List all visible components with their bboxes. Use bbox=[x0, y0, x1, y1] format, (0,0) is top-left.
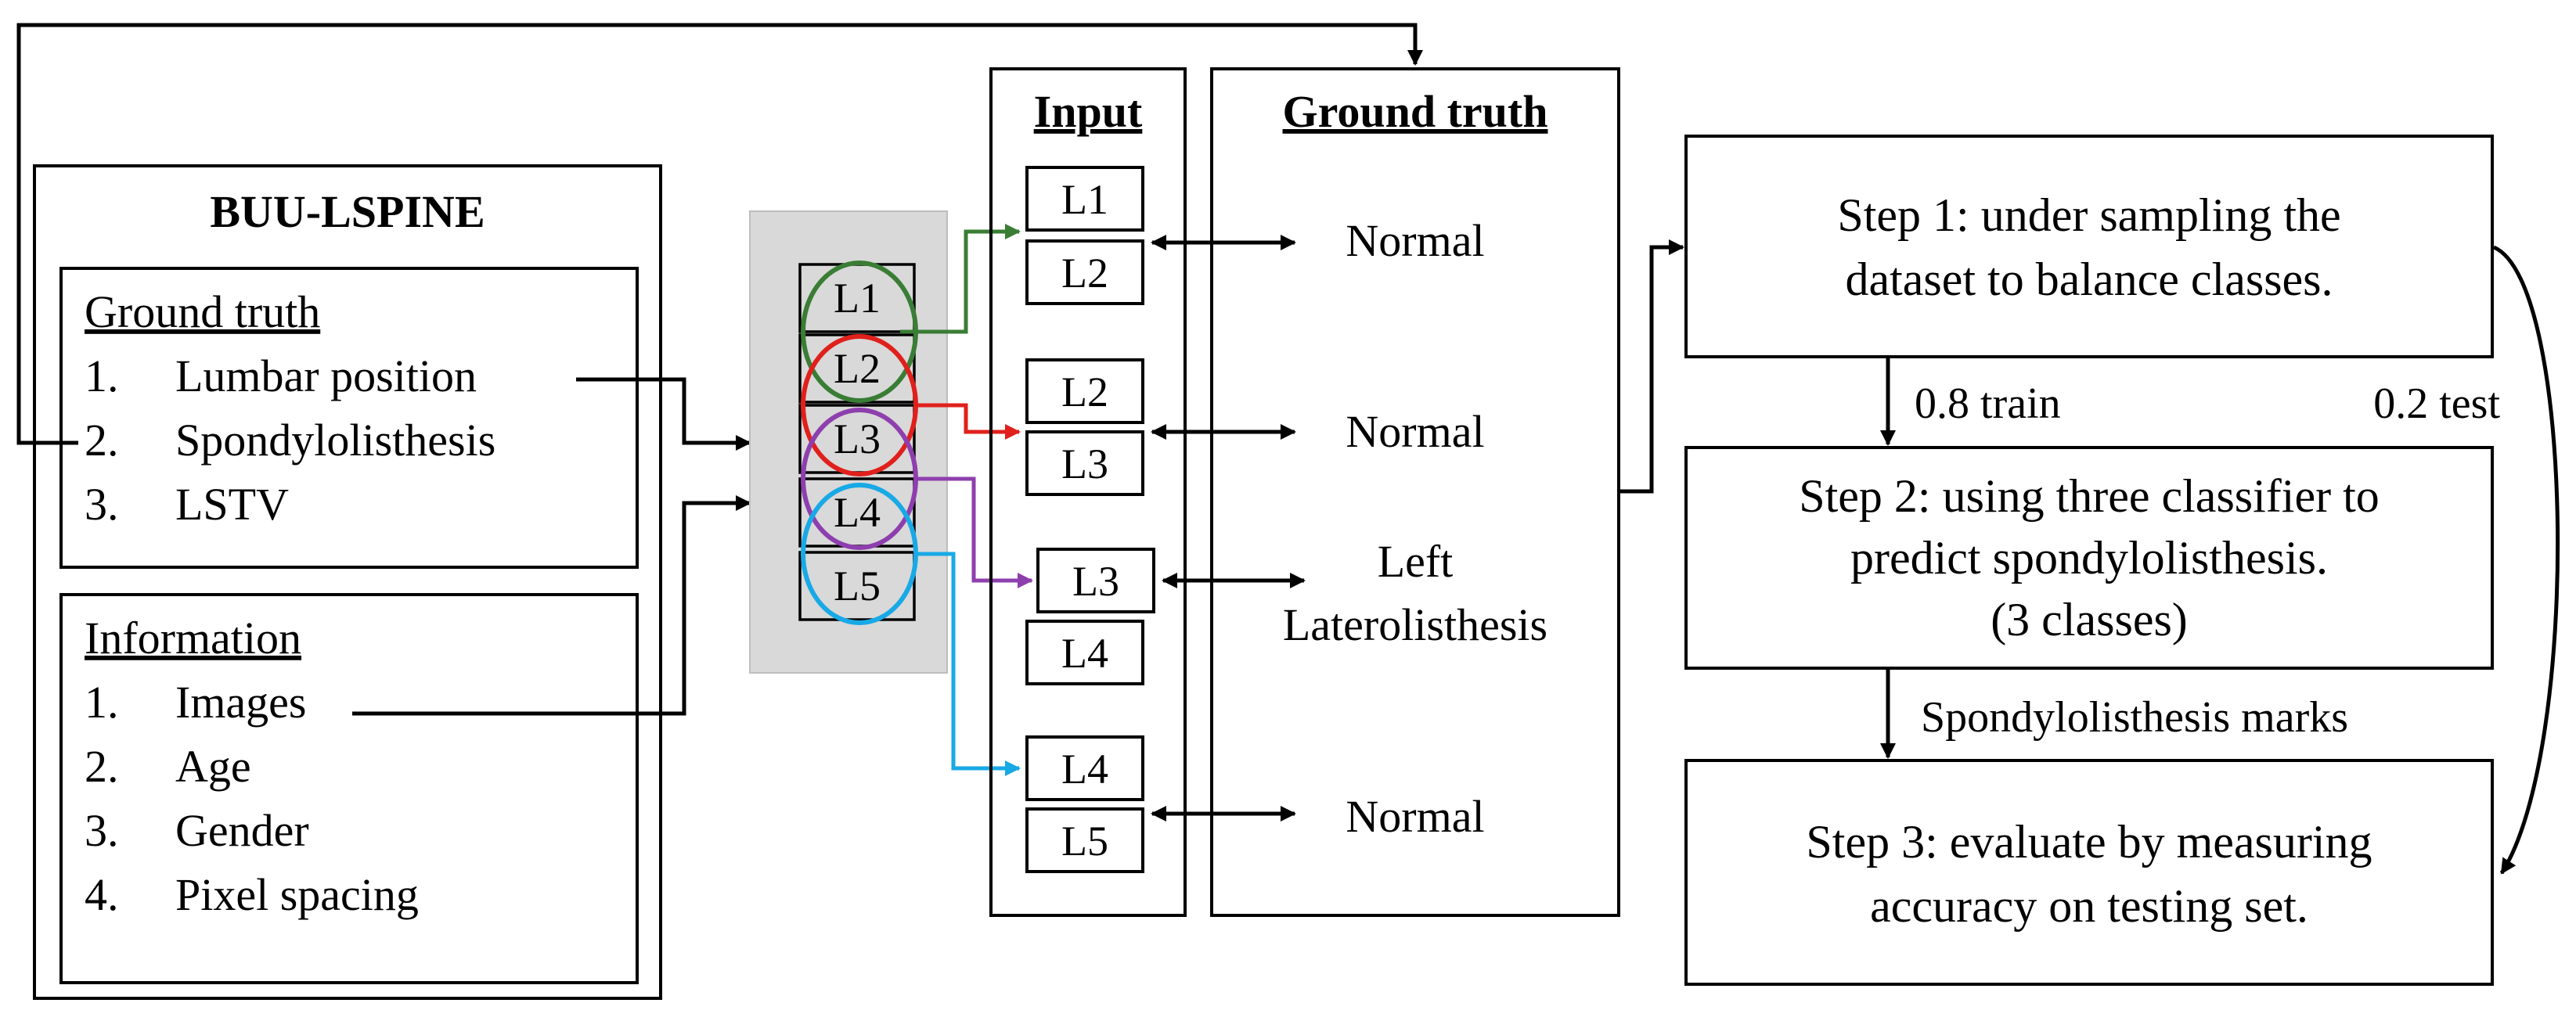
input-box-pair2-bottom bbox=[1025, 430, 1144, 496]
gt-label-pair4: Normal bbox=[1346, 791, 1484, 842]
input-label-pair4-top: L4 bbox=[1061, 746, 1108, 793]
info-item-num-3: 3. bbox=[85, 805, 119, 856]
gt-item-num-3: 3. bbox=[85, 479, 119, 530]
gt-item-num-1: 1. bbox=[85, 351, 119, 401]
input-label-pair1-top: L1 bbox=[1061, 176, 1108, 223]
info-item-num-4: 4. bbox=[85, 869, 119, 920]
step1-line1: Step 1: under sampling the bbox=[1837, 189, 2340, 241]
input-box-pair4-top bbox=[1025, 735, 1144, 801]
vertebra-label-l3: L3 bbox=[834, 415, 881, 462]
info-item-num-1: 1. bbox=[85, 677, 119, 728]
gt-item-lstv: LSTV bbox=[175, 479, 289, 530]
step2-box bbox=[1684, 446, 2494, 670]
edge-label-train: 0.8 train bbox=[1915, 379, 2061, 428]
step3-line2: accuracy on testing set. bbox=[1870, 880, 2308, 932]
gt-label-pair3-line1: Left bbox=[1378, 536, 1454, 587]
step2-line2: predict spondylolisthesis. bbox=[1850, 532, 2328, 584]
info-item-gender: Gender bbox=[175, 805, 309, 856]
input-column: Input L1 L2 L2 L3 L3 L4 L4 L5 bbox=[989, 67, 1187, 917]
information-heading: Information bbox=[85, 613, 301, 663]
gt-item-lumbar-position: Lumbar position bbox=[175, 351, 477, 401]
spine-panel: L1 L2 L3 L4 L5 bbox=[749, 210, 948, 674]
ground-truth-column: Ground truth Normal Normal Left Lateroli… bbox=[1210, 67, 1620, 917]
info-item-images: Images bbox=[175, 677, 307, 728]
input-label-pair2-bottom: L3 bbox=[1061, 440, 1108, 487]
connector-to-step1 bbox=[1619, 239, 1684, 494]
connector-purple-l3-l4 bbox=[916, 476, 1033, 588]
steps-panel: Step 1: under sampling the dataset to ba… bbox=[1684, 135, 2494, 986]
gt-item-spondylolisthesis: Spondylolisthesis bbox=[175, 415, 495, 466]
gt-label-pair3-line2: Laterolisthesis bbox=[1283, 599, 1547, 650]
connector-blue-l4-l5 bbox=[916, 552, 1021, 776]
input-label-pair3-top: L3 bbox=[1072, 558, 1119, 605]
dataset-panel: BUU-LSPINE Ground truth 1. Lumbar positi… bbox=[33, 164, 662, 1000]
step3-box bbox=[1684, 759, 2494, 986]
edge-label-test: 0.2 test bbox=[2373, 379, 2500, 428]
vertebra-label-l2: L2 bbox=[834, 345, 881, 392]
ground-truth-column-heading: Ground truth bbox=[1283, 86, 1548, 137]
input-box-pair3-top bbox=[1036, 548, 1155, 613]
connector-spondylolisthesis-to-ground-truth bbox=[16, 23, 1423, 445]
information-box bbox=[59, 593, 639, 984]
vertebra-label-l1: L1 bbox=[834, 275, 881, 322]
vertebra-label-l5: L5 bbox=[834, 563, 881, 609]
input-heading: Input bbox=[1034, 86, 1143, 137]
dataset-outer-box bbox=[33, 164, 662, 1000]
connector-lumbar-to-spine bbox=[576, 377, 751, 451]
input-label-pair3-bottom: L4 bbox=[1061, 630, 1108, 677]
input-label-pair2-top: L2 bbox=[1061, 368, 1108, 415]
ground-truth-heading: Ground truth bbox=[85, 286, 320, 337]
input-box-pair2-top bbox=[1025, 358, 1144, 424]
connector-images-to-spine bbox=[352, 495, 751, 716]
step2-line3: (3 classes) bbox=[1991, 594, 2188, 645]
input-column-box bbox=[989, 67, 1187, 917]
step1-line2: dataset to balance classes. bbox=[1845, 253, 2333, 305]
input-box-pair1-bottom bbox=[1025, 239, 1144, 305]
input-box-pair4-bottom bbox=[1025, 807, 1144, 873]
info-item-pixel-spacing: Pixel spacing bbox=[175, 869, 419, 920]
arrow-step1-to-step3-test bbox=[2492, 245, 2560, 875]
info-item-age: Age bbox=[175, 741, 251, 792]
input-box-pair1-top bbox=[1025, 166, 1144, 232]
input-box-pair3-bottom bbox=[1025, 620, 1144, 685]
dataset-title: BUU-LSPINE bbox=[210, 186, 485, 237]
info-item-num-2: 2. bbox=[85, 741, 119, 792]
step2-line1: Step 2: using three classifier to bbox=[1799, 470, 2380, 522]
step3-line1: Step 3: evaluate by measuring bbox=[1806, 816, 2372, 868]
step1-box bbox=[1684, 135, 2494, 358]
gt-label-pair1: Normal bbox=[1346, 215, 1484, 266]
input-label-pair1-bottom: L2 bbox=[1061, 250, 1108, 297]
ground-truth-box bbox=[59, 267, 639, 569]
vertebra-box-l5 bbox=[798, 551, 916, 621]
gt-item-num-2: 2. bbox=[85, 415, 119, 466]
edge-label-marks: Spondylolisthesis marks bbox=[1921, 693, 2348, 742]
vertebra-label-l4: L4 bbox=[834, 489, 881, 536]
gt-label-pair2: Normal bbox=[1346, 406, 1484, 457]
input-label-pair4-bottom: L5 bbox=[1061, 818, 1108, 865]
ground-truth-column-box bbox=[1210, 67, 1620, 917]
